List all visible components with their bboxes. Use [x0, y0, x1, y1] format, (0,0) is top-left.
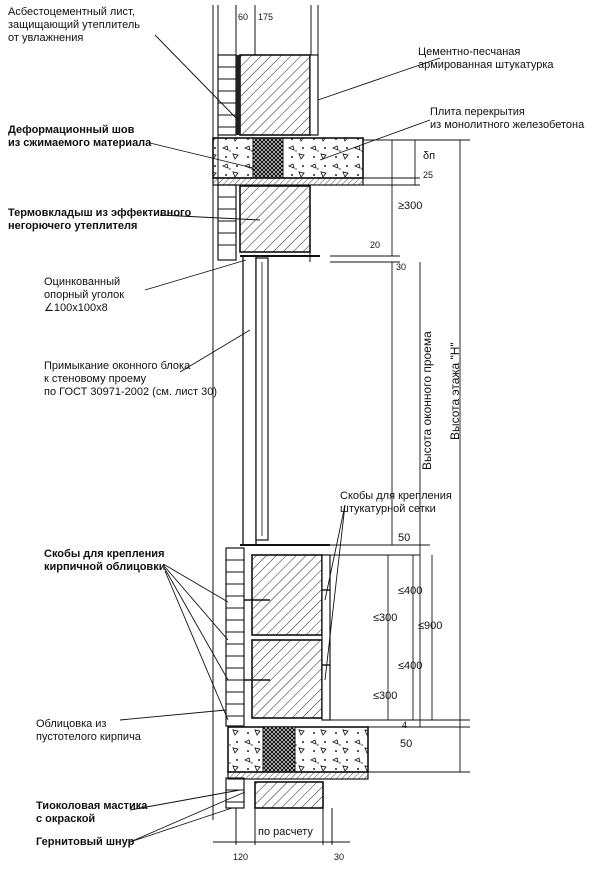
- dim-le300-a: ≤300: [373, 612, 398, 624]
- dimension-lines: [213, 139, 470, 843]
- label-asbestos-sheet: Асбестоцементный лист, защищающий утепли…: [8, 6, 140, 45]
- thermal-insert: [239, 185, 311, 253]
- label-line: негорючего утеплителя: [8, 220, 138, 232]
- label-line: Скобы для крепления: [44, 548, 165, 560]
- dim-bottom-30: 30: [334, 852, 345, 862]
- plaster-top: [309, 54, 319, 136]
- leader-lines: [119, 34, 441, 843]
- asbestos-sheet: [236, 55, 240, 135]
- label-line: Облицовка из: [36, 718, 107, 730]
- brick-facing-top: [217, 54, 237, 136]
- insulation-lower-1: [251, 554, 323, 636]
- label-support-angle: Оцинкованный опорный уголок ∠100х100х8: [44, 276, 124, 315]
- label-line: Деформационный шов: [8, 124, 135, 136]
- dim-delta-p: δп: [423, 150, 436, 162]
- label-line: Гернитовый шнур: [36, 836, 135, 848]
- label-line: опорный уголок: [44, 289, 125, 301]
- label-line: из сжимаемого материала: [8, 137, 152, 149]
- dim-50-top: 50: [398, 532, 411, 544]
- dim-le900: ≤900: [418, 620, 443, 632]
- plaster-lower: [321, 554, 331, 721]
- label-plaster-staples: Скобы для крепления штукатурной сетки: [340, 490, 452, 516]
- label-line: штукатурной сетки: [340, 503, 436, 515]
- insulation-top: [239, 54, 311, 136]
- label-thermal-insert: Термовкладыш из эффективного негорючего …: [8, 207, 191, 233]
- label-line: Цементно-песчаная: [418, 46, 521, 58]
- dim-le400-b: ≤400: [398, 660, 423, 672]
- dim-top-60: 60: [238, 12, 249, 22]
- brick-facing-middle: [217, 184, 237, 261]
- label-thiokol-mastic: Тиоколовая мастика с окраской: [36, 800, 147, 826]
- label-line: Тиоколовая мастика: [36, 800, 148, 812]
- label-floor-slab: Плита перекрытия из монолитного железобе…: [430, 106, 584, 132]
- dim-4: 4: [402, 720, 408, 730]
- dim-30: 30: [396, 262, 407, 272]
- label-window-height: Высота оконного проема: [420, 331, 434, 470]
- label-brick-staples: Скобы для крепления кирпичной облицовки: [44, 548, 165, 574]
- label-line: по ГОСТ 30971-2002 (см. лист 30): [44, 386, 218, 398]
- brick-facing-lower: [225, 547, 245, 727]
- brick-facing-bottom: [225, 777, 245, 809]
- dim-bottom-120: 120: [233, 852, 249, 862]
- insulation-bottom: [254, 781, 324, 809]
- label-line: ∠100х100х8: [44, 302, 108, 314]
- label-gernit-cord: Гернитовый шнур: [36, 836, 134, 849]
- label-line: Плита перекрытия: [430, 106, 525, 118]
- label-line: защищающий утеплитель: [8, 19, 141, 31]
- dim-le400-a: ≤400: [398, 585, 423, 597]
- window-frame: [240, 252, 330, 546]
- floor-slab-bottom: [227, 726, 369, 780]
- label-line: армированная штукатурка: [418, 59, 554, 71]
- floor-slab-top: [212, 137, 364, 186]
- label-line: Скобы для крепления: [340, 490, 452, 502]
- label-line: пустотелого кирпича: [36, 731, 141, 743]
- label-cement-plaster: Цементно-песчаная армированная штукатурк…: [418, 46, 554, 72]
- facing-staples: [244, 589, 330, 681]
- label-floor-height: Высота этажа "H": [448, 342, 462, 440]
- label-window-junction: Примыкание оконного блока к стеновому пр…: [44, 360, 217, 399]
- label-line: кирпичной облицовки: [44, 561, 166, 573]
- insulation-lower-2: [251, 639, 323, 719]
- label-line: из монолитного железобетона: [430, 119, 585, 131]
- dim-le300-b: ≤300: [373, 690, 398, 702]
- dim-ge300: ≥300: [398, 200, 423, 212]
- label-line: Примыкание оконного блока: [44, 360, 191, 372]
- dim-50-bottom: 50: [400, 738, 413, 750]
- dim-25: 25: [423, 170, 434, 180]
- label-line: Асбестоцементный лист,: [8, 6, 135, 18]
- label-line: Оцинкованный: [44, 276, 121, 288]
- label-line: к стеновому проему: [44, 373, 147, 385]
- label-line: с окраской: [36, 813, 96, 825]
- label-line: от увлажнения: [8, 32, 84, 44]
- dim-20: 20: [370, 240, 381, 250]
- label-line: Термовкладыш из эффективного: [8, 207, 192, 219]
- label-deformation-joint: Деформационный шов из сжимаемого материа…: [8, 124, 151, 150]
- dim-top-175: 175: [258, 12, 274, 22]
- dim-bottom-calc: по расчету: [258, 826, 313, 838]
- label-hollow-brick: Облицовка из пустотелого кирпича: [36, 718, 141, 744]
